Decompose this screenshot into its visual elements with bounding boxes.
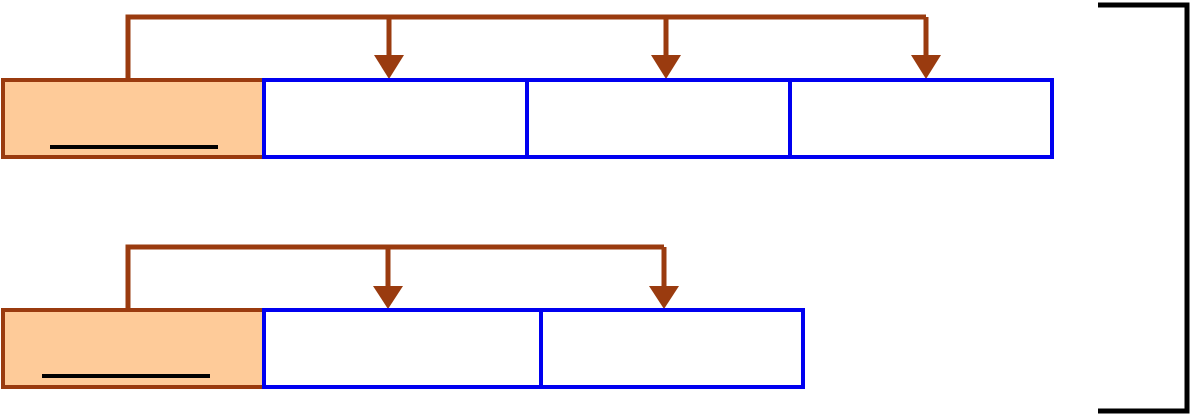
row-top-arrowhead-3 [911,55,941,79]
row-bottom [1,244,805,389]
row-top-header-cell [1,78,266,159]
row-top-slot-2 [525,78,792,159]
row-top-pointer-connector [125,14,941,79]
row-top-slot-3 [788,78,1054,159]
row-top-arrowhead-2 [651,55,681,79]
row-bottom-pointer-connector [125,244,679,309]
row-top-connector-line [125,14,926,78]
row-top-slot-1 [262,78,529,159]
row-bottom-connector-line [125,244,664,308]
row-bottom-slot-2 [539,308,805,389]
row-top [1,14,1054,159]
row-bottom-slot-1 [262,308,543,389]
row-top-arrowhead-1 [374,55,404,79]
right-bracket [1098,2,1190,414]
row-bottom-arrowhead-2 [649,286,679,309]
row-bottom-arrowhead-1 [373,286,403,309]
